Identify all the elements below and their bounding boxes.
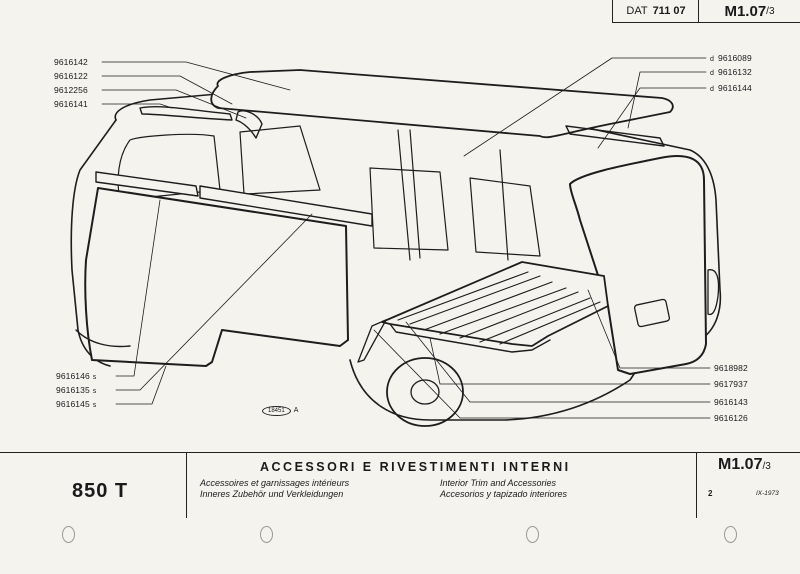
left-side-panel <box>84 187 349 367</box>
title-block-divider-right <box>696 452 697 518</box>
callout-9616141: 9616141 <box>54 99 88 109</box>
roof-clip <box>235 110 263 139</box>
subtitle-es: Accesorios y tapizado interiores <box>440 489 568 499</box>
section-title: ACCESSORI E RIVESTIMENTI INTERNI <box>260 460 571 474</box>
right-panel-cutout <box>633 298 671 328</box>
van-interior-drawing <box>70 57 722 427</box>
side-window-2 <box>369 167 449 251</box>
drawing-stamp-suffix: A <box>293 407 299 414</box>
callout-9616122: 9616122 <box>54 71 88 81</box>
drawing-stamp-code: 18451 <box>262 406 291 416</box>
punch-hole <box>724 526 737 543</box>
title-block: 850 T ACCESSORI E RIVESTIMENTI INTERNI A… <box>0 452 800 518</box>
rear-wheel <box>386 357 464 427</box>
panel-strip-rear <box>199 185 373 227</box>
callout-9616143: 9616143 <box>714 397 748 407</box>
punch-hole <box>260 526 273 543</box>
floor-slats <box>397 271 601 345</box>
title-block-rule <box>0 452 800 453</box>
callout-9618982: 9618982 <box>714 363 748 373</box>
sheet-number: 2 <box>708 489 713 498</box>
roof-trim-panel <box>210 69 674 139</box>
side-window-3 <box>469 177 541 257</box>
panel-strip-front <box>95 171 199 197</box>
van-lower-body <box>349 349 651 421</box>
callout-9616142: 9616142 <box>54 57 88 67</box>
callout-9617937: 9617937 <box>714 379 748 389</box>
right-side-panel <box>569 155 707 375</box>
callout-9612256: 9612256 <box>54 85 88 95</box>
rear-wheel-hub <box>410 379 440 405</box>
subtitle-de: Inneres Zubehör und Verkleidungen <box>200 489 344 499</box>
roof-rail-left <box>139 106 233 121</box>
front-bumper <box>75 329 131 348</box>
floor-support-bar <box>357 319 387 363</box>
catalogue-code-suffix: /3 <box>766 5 775 17</box>
subtitle-fr: Accessoires et garnissages intérieurs <box>200 478 350 488</box>
c-pillar <box>499 149 509 261</box>
leader-lines <box>101 57 711 419</box>
dat-label: DAT <box>626 5 648 17</box>
callout-9616126: 9616126 <box>714 413 748 423</box>
issue-date: IX-1973 <box>756 490 779 497</box>
title-block-divider-left <box>186 452 187 518</box>
side-window-1 <box>239 125 321 195</box>
footer-catalogue-code: M1.07/3 <box>718 456 771 473</box>
dat-number: 711 07 <box>652 5 686 17</box>
roof-rail-right <box>565 125 665 147</box>
catalogue-code-box: M1.07/3 <box>698 0 800 23</box>
rear-lamp <box>707 269 720 316</box>
punch-hole <box>62 526 75 543</box>
dat-reference-box: DAT 711 07 <box>612 0 700 23</box>
catalogue-code: M1.07 <box>724 2 767 20</box>
punch-hole <box>526 526 539 543</box>
floor-rear-edge <box>389 323 551 353</box>
model-name: 850 T <box>72 480 129 502</box>
b-pillar <box>397 129 421 261</box>
subtitle-en: Interior Trim and Accessories <box>440 478 557 488</box>
